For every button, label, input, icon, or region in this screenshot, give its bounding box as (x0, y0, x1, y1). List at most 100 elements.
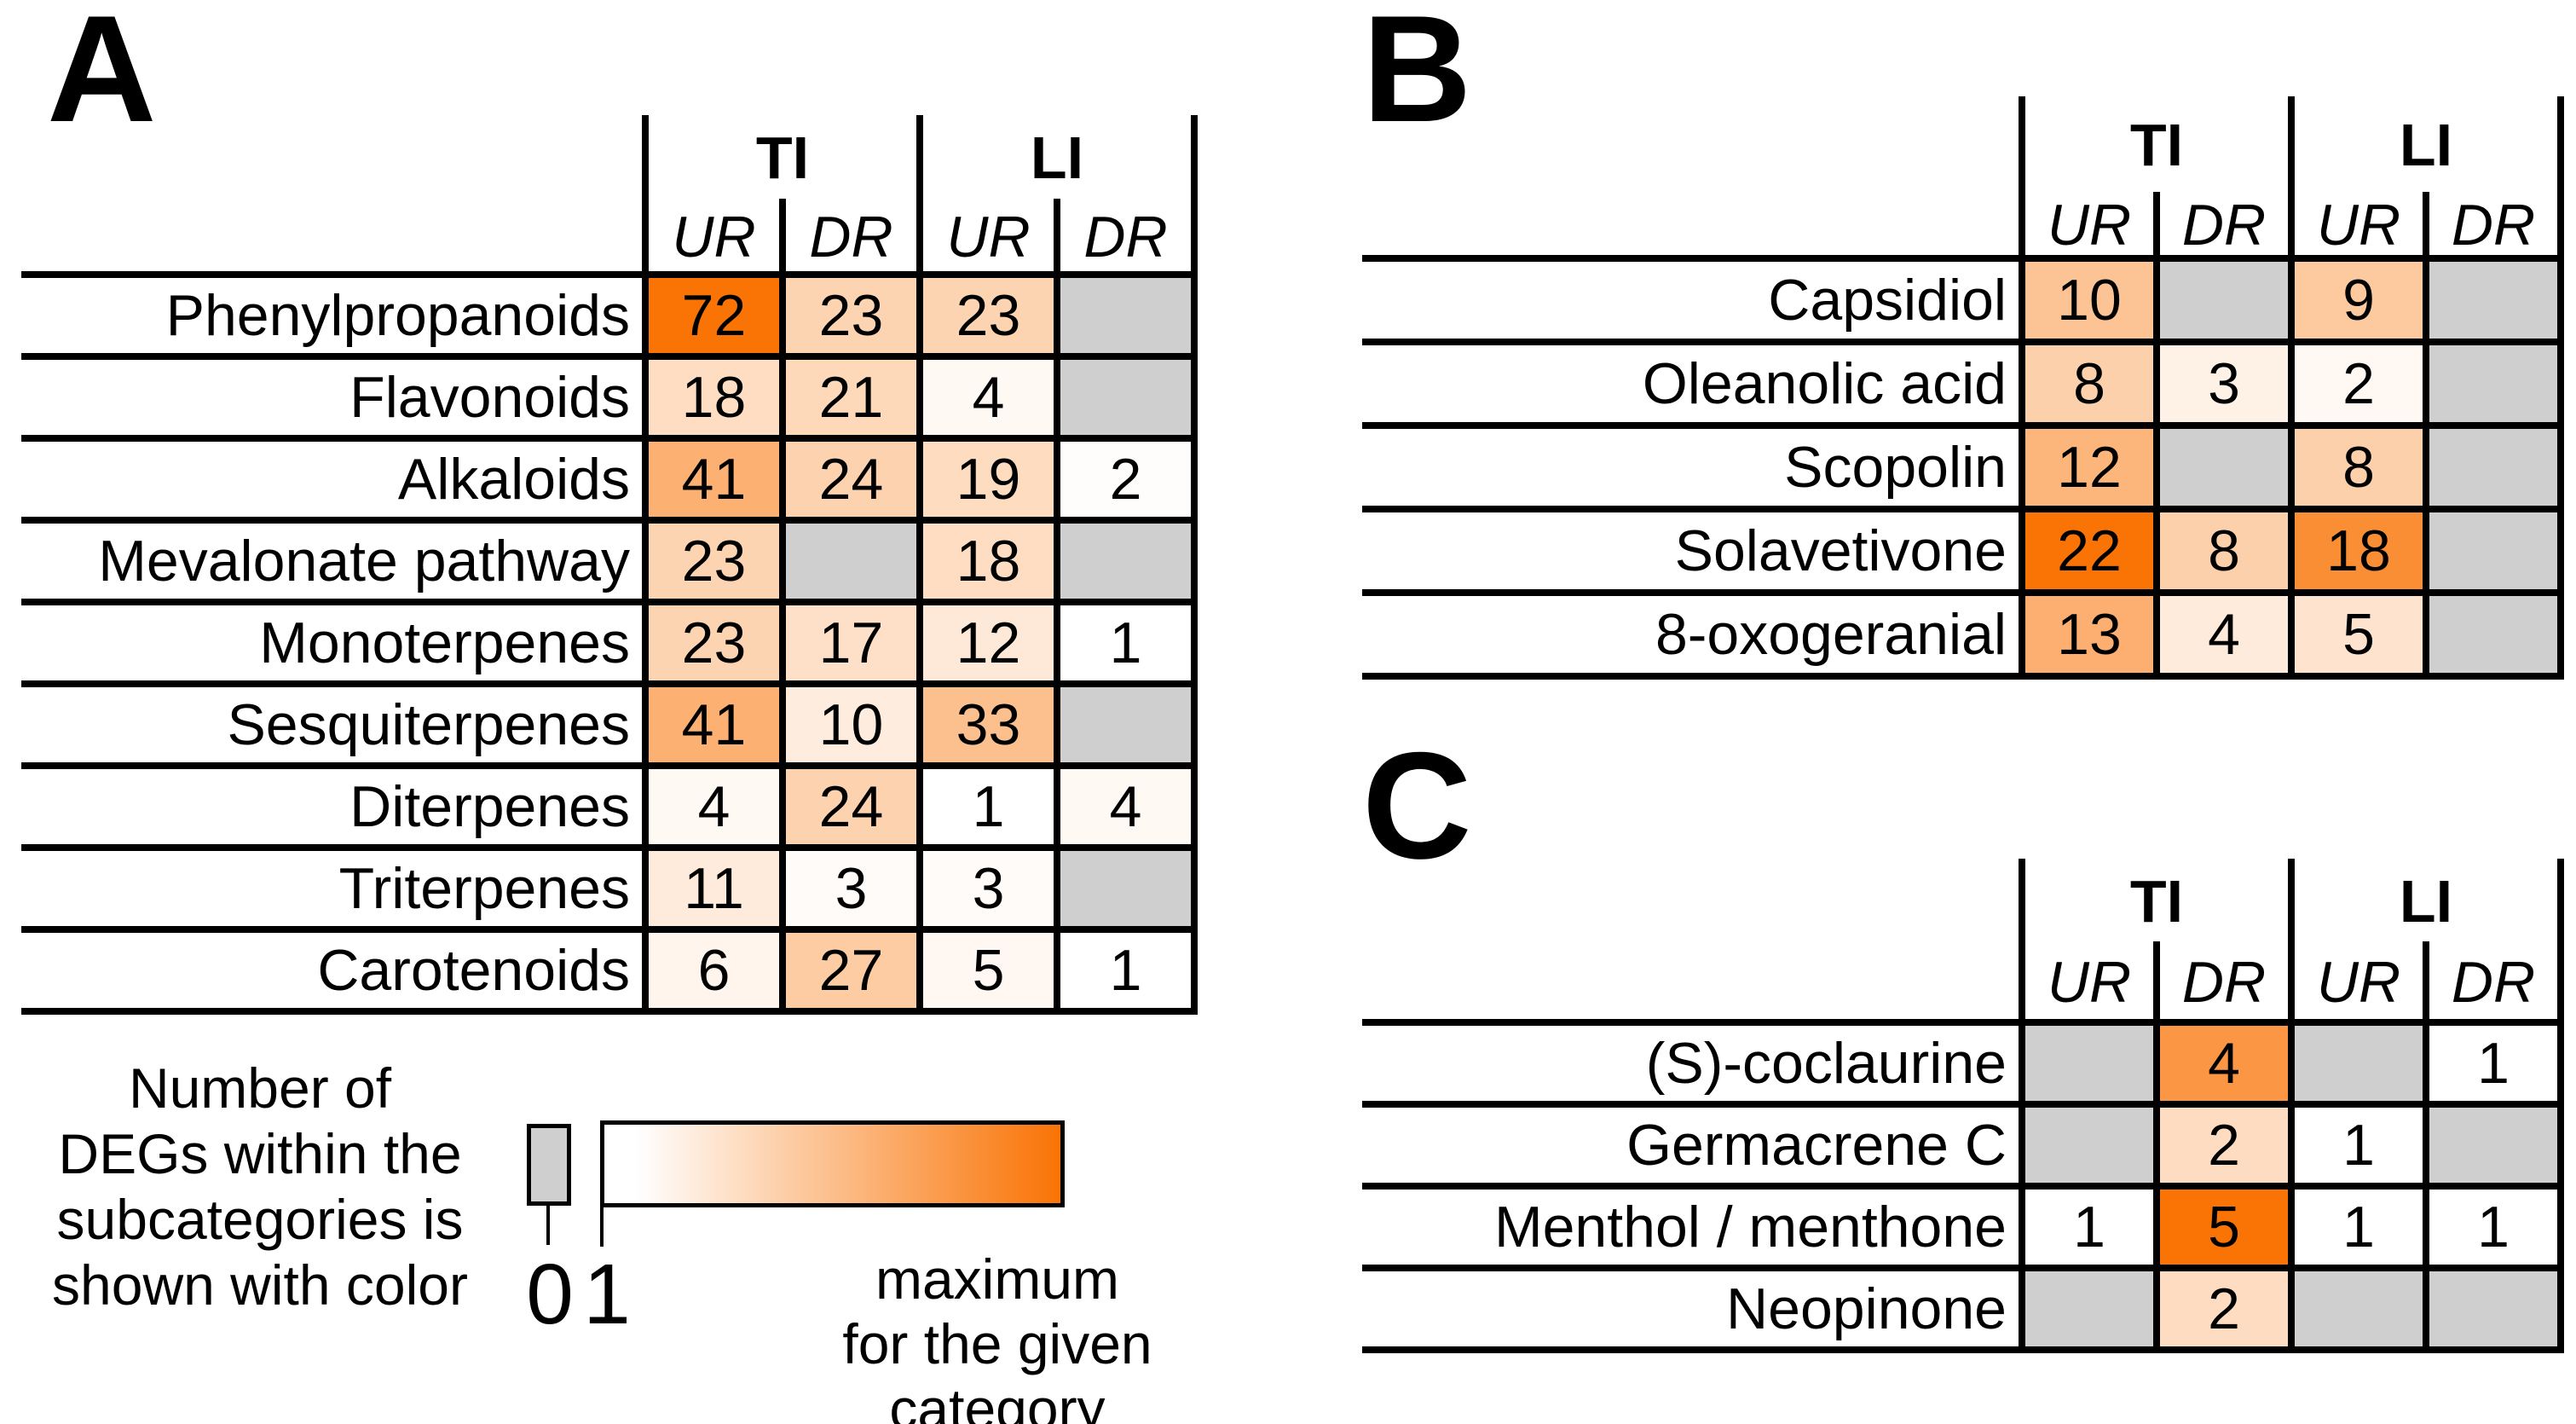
heatmap-cell (2157, 1104, 2291, 1186)
heatmap-cell (2426, 593, 2561, 676)
cell-value: 4 (697, 774, 731, 839)
grid-vline (2288, 96, 2295, 680)
heatmap-cell (2157, 258, 2291, 342)
heatmap-cell (1057, 356, 1194, 438)
heatmap-cell (2022, 593, 2157, 676)
cell-value: 33 (956, 692, 1021, 757)
grid-hline (21, 844, 1194, 851)
heatmap-cell (2022, 1022, 2157, 1104)
grid-vline (2423, 941, 2429, 1353)
grid-hline (1362, 589, 2561, 596)
cell-value: 1 (2073, 1195, 2105, 1259)
cell-value: 1 (2342, 1195, 2375, 1259)
heatmap-cell (2157, 425, 2291, 509)
heatmap-cell (645, 848, 783, 929)
row-label: (S)-coclaurine (1645, 1031, 2007, 1096)
heatmap-cell (2022, 1268, 2157, 1350)
cell-value: 17 (818, 611, 884, 675)
heatmap-cell (1057, 520, 1194, 602)
legend-caption: Number of DEGs within the subcategories … (21, 1056, 499, 1318)
grid-hline (21, 1008, 1194, 1015)
heatmap-cell (645, 602, 783, 684)
cell-value: 2 (1109, 447, 1142, 512)
heatmap-cell (783, 848, 920, 929)
heatmap-cell (2157, 1022, 2291, 1104)
heatmap-cell (2426, 1022, 2561, 1104)
legend-one-tick (600, 1207, 604, 1247)
cell-value: 4 (2208, 602, 2240, 667)
row-label: Phenylpropanoids (165, 283, 630, 348)
cell-value: 19 (956, 447, 1021, 512)
legend-zero-label: 0 (526, 1247, 574, 1342)
cell-value: 2 (2342, 351, 2375, 416)
col-group-label: TI (2129, 868, 2184, 935)
grid-vline (2153, 192, 2160, 680)
row-label: Mevalonate pathway (98, 529, 630, 593)
subcol-label: UR (946, 205, 1031, 269)
subcol-label: UR (2316, 193, 2401, 258)
grid-hline (21, 353, 1194, 360)
cell-value: 10 (2057, 268, 2122, 333)
heatmap-cell (783, 520, 920, 602)
cell-value: 22 (2057, 518, 2122, 583)
heatmap-cell (645, 929, 783, 1011)
heatmap-cell (783, 766, 920, 848)
grid-hline (21, 271, 1194, 278)
heatmap-cell (920, 356, 1057, 438)
cell-value: 23 (956, 283, 1021, 348)
heatmap-cell (783, 356, 920, 438)
grid-vline (779, 199, 786, 1015)
heatmap-cell (645, 356, 783, 438)
heatmap-cell (2426, 1186, 2561, 1268)
heatmap-cell (783, 684, 920, 766)
heatmap-cell (1057, 684, 1194, 766)
grid-vline (916, 115, 923, 1015)
col-group-label: LI (2399, 112, 2453, 178)
heatmap-cell (645, 520, 783, 602)
grid-vline (2423, 192, 2429, 680)
cell-value: 1 (2477, 1031, 2510, 1096)
heatmap-cell (2426, 258, 2561, 342)
heatmap-cell (920, 438, 1057, 520)
panel-a-letter: A (47, 0, 157, 153)
grid-vline (2557, 859, 2564, 1353)
grid-hline (21, 680, 1194, 687)
legend-zero-tick (546, 1206, 550, 1245)
grid-hline (21, 517, 1194, 524)
grid-hline (1362, 1183, 2561, 1190)
cell-value: 5 (2342, 602, 2375, 667)
heatmap-cell (2157, 593, 2291, 676)
heatmap-cell (2022, 1186, 2157, 1268)
row-label: Diterpenes (349, 774, 630, 839)
cell-value: 41 (681, 447, 747, 512)
heatmap-cell (1057, 438, 1194, 520)
cell-value: 9 (2342, 268, 2375, 333)
cell-value: 23 (681, 529, 747, 593)
cell-value: 4 (972, 365, 1005, 430)
cell-value: 12 (2057, 435, 2122, 500)
subcol-label: UR (2316, 950, 2401, 1015)
heatmap-cell (783, 438, 920, 520)
subcol-label: DR (2451, 950, 2536, 1015)
row-label: Menthol / menthone (1493, 1195, 2007, 1259)
grid-hline (21, 599, 1194, 605)
cell-value: 11 (684, 856, 744, 921)
heatmap-cell (2291, 1268, 2426, 1350)
heatmap-cell (2426, 509, 2561, 593)
cell-value: 1 (972, 774, 1005, 839)
row-label: Monoterpenes (259, 611, 630, 675)
heatmap-cell (2291, 425, 2426, 509)
cell-value: 1 (1109, 938, 1142, 1003)
row-label: Oleanolic acid (1642, 351, 2007, 416)
cell-value: 8 (2208, 518, 2240, 583)
heatmap-cell (1057, 275, 1194, 356)
cell-value: 5 (2208, 1195, 2240, 1259)
row-label: Germacrene C (1626, 1113, 2007, 1178)
heatmap-cell (2022, 425, 2157, 509)
heatmap-cell (783, 275, 920, 356)
heatmap-cell (1057, 848, 1194, 929)
grid-hline (21, 926, 1194, 933)
grid-vline (2288, 859, 2295, 1353)
heatmap-cell (2157, 1186, 2291, 1268)
